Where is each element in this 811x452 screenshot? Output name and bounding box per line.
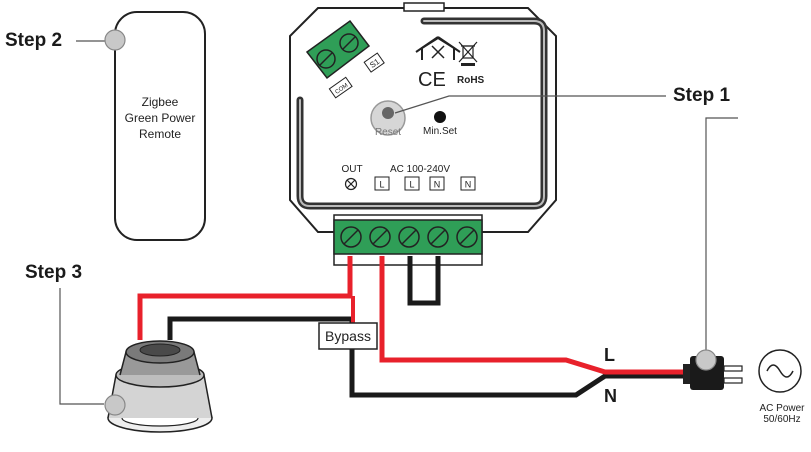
out-symbol (344, 177, 358, 191)
svg-text:L: L (409, 180, 414, 190)
step1-leader-plug (705, 117, 738, 360)
terminal-label-l2: L (404, 176, 420, 191)
bypass-box (318, 322, 378, 350)
terminal-label-l1: L (374, 176, 390, 191)
step2-marker (104, 29, 126, 51)
step-3-label: Step 3 (25, 262, 83, 283)
ac-power-label: AC Power (759, 403, 805, 414)
live-label: L (604, 345, 615, 365)
module-top-clip (403, 2, 445, 12)
module-inner-rail-highlight (299, 20, 545, 207)
svg-text:N: N (434, 180, 441, 190)
ce-mark: CE (418, 69, 446, 91)
weee-bin-icon (458, 41, 478, 66)
terminal-s1-tag: S1 (363, 52, 385, 73)
step-1-label: Step 1 (673, 85, 731, 106)
svg-text:N: N (465, 180, 472, 190)
downlight-lamp (107, 340, 213, 433)
signal-terminal-block (305, 19, 371, 80)
rohs-mark: RoHS (457, 75, 485, 86)
ac-frequency-label: 50/60Hz (763, 414, 800, 425)
minset-button[interactable] (434, 111, 446, 123)
remote-label-line1: Zigbee (141, 95, 179, 109)
live-wire-red (379, 256, 700, 375)
sine-wave-icon (766, 364, 794, 378)
dimmer-module (289, 7, 557, 233)
bypass-label: Bypass (325, 328, 371, 344)
house-icon (415, 36, 461, 60)
ac-voltage-label: AC 100-240V (390, 164, 450, 175)
svg-text:L: L (379, 180, 384, 190)
remote-label-line3: Remote (138, 127, 182, 141)
reset-label: Reset (375, 127, 401, 138)
step1-leader-reset (394, 95, 666, 114)
minset-label: Min.Set (423, 126, 457, 137)
step-2-label: Step 2 (5, 30, 63, 51)
step3-leader (59, 288, 104, 405)
terminal-label-n2: N (460, 176, 476, 191)
remote-label: Zigbee Green Power Remote (117, 94, 203, 142)
output-wire-red (137, 256, 353, 340)
reset-button-dot (382, 107, 394, 119)
remote-label-line2: Green Power (124, 111, 196, 125)
neutral-wire-black (167, 316, 700, 398)
step1-marker (695, 349, 717, 371)
out-label: OUT (341, 164, 362, 175)
neutral-label: N (604, 386, 617, 406)
terminal-label-n1: N (429, 176, 445, 191)
mains-terminal-screws (340, 226, 478, 248)
step3-marker (104, 394, 126, 416)
neutral-jumper-wire (407, 256, 441, 306)
zigbee-remote (114, 11, 206, 241)
